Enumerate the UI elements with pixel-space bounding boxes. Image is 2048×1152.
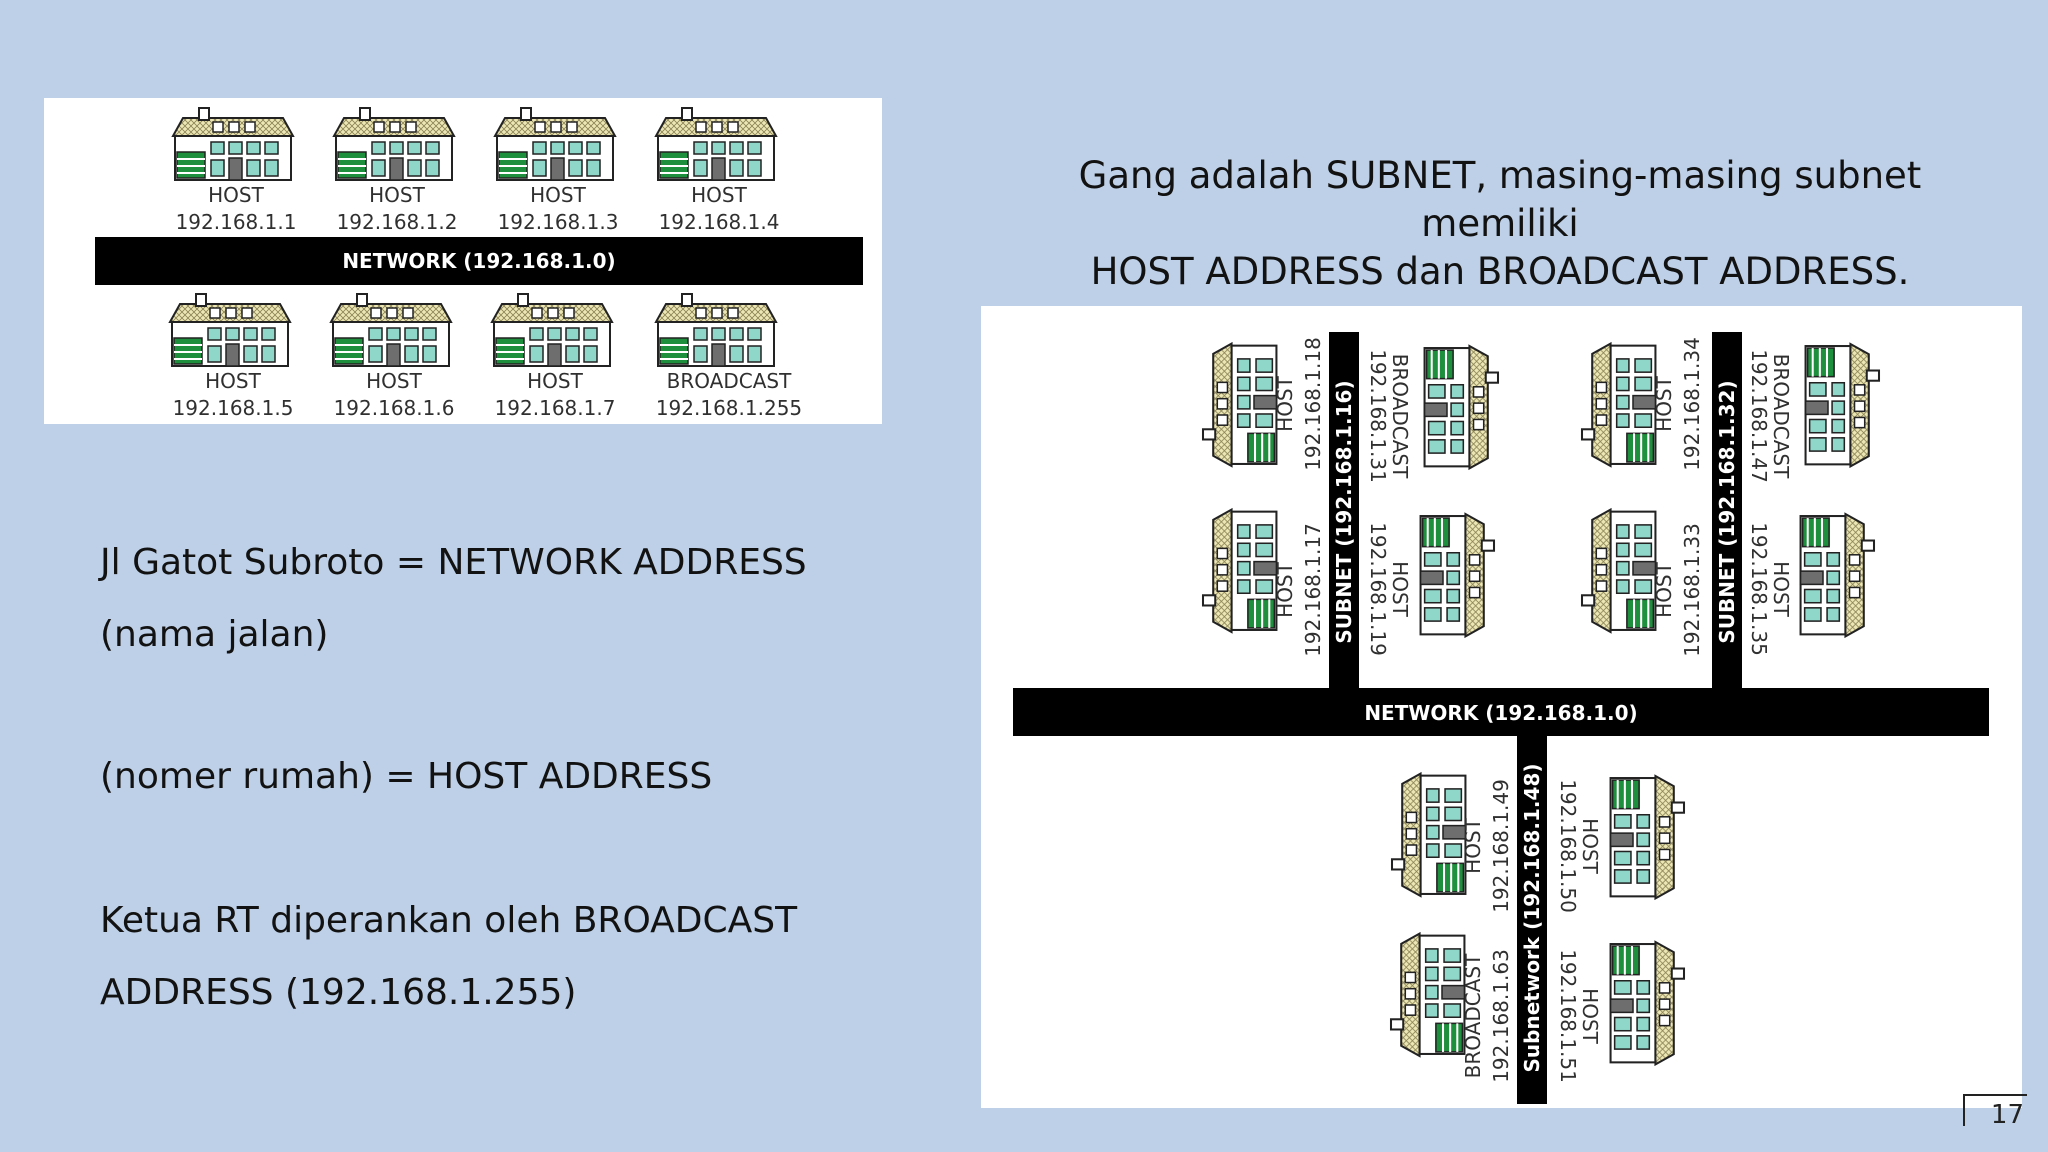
broadcast-address-label: 192.168.1.63 bbox=[1489, 949, 1513, 1083]
subnet-caption: Gang adalah SUBNET, masing-masing subnet… bbox=[1004, 152, 1996, 296]
host-type-label: HOST bbox=[208, 183, 264, 207]
host-address-label: 192.168.1.19 bbox=[1366, 522, 1390, 656]
house-icon bbox=[1201, 342, 1278, 468]
house-icon bbox=[494, 107, 616, 181]
host-address-label: 192.168.1.3 bbox=[498, 210, 619, 234]
subnet-diagram: NETWORK (192.168.1.0) SUBNET (192.168.1.… bbox=[1013, 332, 1989, 1104]
network-label: NETWORK (192.168.1.0) bbox=[1364, 701, 1637, 725]
host-type-label: HOST bbox=[530, 183, 586, 207]
host-type-label: HOST bbox=[527, 369, 583, 393]
subnet-label: Subnetwork (192.168.1.48) bbox=[1520, 764, 1544, 1073]
house-icon bbox=[1201, 508, 1278, 634]
house-icon bbox=[1419, 512, 1496, 638]
house-icon bbox=[655, 107, 777, 181]
host-type-label: HOST bbox=[1273, 561, 1297, 617]
broadcast-address-label: 192.168.1.255 bbox=[656, 396, 802, 420]
body-line: (nama jalan) bbox=[100, 614, 329, 655]
house-icon bbox=[1423, 344, 1500, 470]
subnet-street bbox=[1712, 332, 1742, 688]
house-icon bbox=[333, 107, 455, 181]
host-type-label: HOST bbox=[1769, 561, 1793, 617]
host-address-label: 192.168.1.50 bbox=[1556, 779, 1580, 913]
host-type-label: HOST bbox=[1461, 817, 1485, 873]
network-diagram-panel: NETWORK (192.168.1.0) HOST 192.168.1.1 H… bbox=[44, 98, 882, 424]
subnet-label: SUBNET (192.168.1.32) bbox=[1715, 380, 1739, 643]
host-type-label: HOST bbox=[1578, 818, 1602, 874]
broadcast-type-label: BROADCAST bbox=[667, 369, 792, 393]
host-address-label: 192.168.1.5 bbox=[173, 396, 294, 420]
broadcast-type-label: BROADCAST bbox=[1388, 354, 1412, 479]
host-address-label: 192.168.1.49 bbox=[1489, 779, 1513, 913]
house-icon bbox=[1609, 940, 1686, 1066]
host-address-label: 192.168.1.2 bbox=[337, 210, 458, 234]
house-icon bbox=[491, 293, 613, 367]
body-line: Jl Gatot Subroto = NETWORK ADDRESS bbox=[100, 542, 807, 583]
subnet-street bbox=[1329, 332, 1359, 688]
house-icon bbox=[169, 293, 291, 367]
host-address-label: 192.168.1.35 bbox=[1747, 522, 1771, 656]
subnet-street bbox=[1517, 736, 1547, 1104]
broadcast-address-label: 192.168.1.31 bbox=[1366, 349, 1390, 483]
house-icon bbox=[1609, 774, 1686, 900]
host-type-label: HOST bbox=[366, 369, 422, 393]
broadcast-address-label: 192.168.1.47 bbox=[1747, 349, 1771, 483]
subnet-label: SUBNET (192.168.1.16) bbox=[1332, 380, 1356, 643]
house-icon bbox=[330, 293, 452, 367]
host-type-label: HOST bbox=[1388, 561, 1412, 617]
caption-line: Gang adalah SUBNET, masing-masing subnet… bbox=[1078, 154, 1922, 245]
broadcast-type-label: BROADCAST bbox=[1461, 953, 1485, 1078]
host-type-label: HOST bbox=[1578, 988, 1602, 1044]
host-address-label: 192.168.1.1 bbox=[176, 210, 297, 234]
host-address-label: 192.168.1.34 bbox=[1680, 337, 1704, 471]
house-icon bbox=[1390, 772, 1467, 898]
house-icon bbox=[1389, 932, 1466, 1058]
host-type-label: HOST bbox=[205, 369, 261, 393]
house-icon bbox=[1580, 342, 1657, 468]
house-icon bbox=[1580, 508, 1657, 634]
network-label: NETWORK (192.168.1.0) bbox=[342, 249, 615, 273]
network-diagram: NETWORK (192.168.1.0) HOST 192.168.1.1 H… bbox=[95, 107, 863, 420]
subnet-diagram-panel: NETWORK (192.168.1.0) SUBNET (192.168.1.… bbox=[981, 306, 2022, 1108]
host-type-label: HOST bbox=[1652, 375, 1676, 431]
host-type-label: HOST bbox=[369, 183, 425, 207]
network-street bbox=[95, 237, 863, 285]
body-line: (nomer rumah) = HOST ADDRESS bbox=[100, 756, 713, 797]
host-address-label: 192.168.1.18 bbox=[1301, 337, 1325, 471]
page-number-frame bbox=[1963, 1094, 2027, 1126]
host-address-label: 192.168.1.4 bbox=[659, 210, 780, 234]
house-icon bbox=[1799, 512, 1876, 638]
host-address-label: 192.168.1.33 bbox=[1680, 523, 1704, 657]
body-line: ADDRESS (192.168.1.255) bbox=[100, 972, 577, 1013]
house-icon bbox=[172, 107, 294, 181]
broadcast-type-label: BROADCAST bbox=[1769, 354, 1793, 479]
host-address-label: 192.168.1.51 bbox=[1556, 949, 1580, 1083]
caption-line: HOST ADDRESS dan BROADCAST ADDRESS. bbox=[1090, 250, 1910, 293]
network-street bbox=[1013, 688, 1989, 736]
house-icon bbox=[1804, 342, 1881, 468]
house-icon bbox=[655, 293, 777, 367]
host-address-label: 192.168.1.6 bbox=[334, 396, 455, 420]
host-type-label: HOST bbox=[1273, 375, 1297, 431]
body-line: Ketua RT diperankan oleh BROADCAST bbox=[100, 900, 798, 941]
host-address-label: 192.168.1.17 bbox=[1301, 523, 1325, 657]
host-address-label: 192.168.1.7 bbox=[495, 396, 616, 420]
host-type-label: HOST bbox=[691, 183, 747, 207]
host-type-label: HOST bbox=[1652, 561, 1676, 617]
page-number: 17 bbox=[1990, 1100, 2024, 1130]
